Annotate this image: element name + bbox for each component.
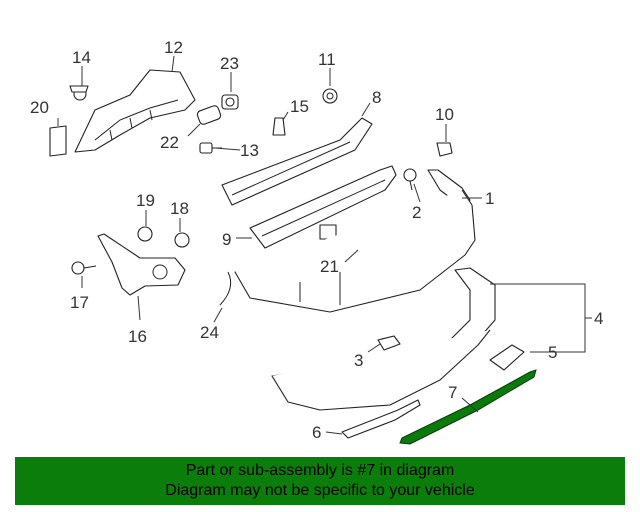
callout-5: 5 <box>548 343 557 362</box>
callout-14: 14 <box>72 48 91 67</box>
callout-22: 22 <box>160 133 179 152</box>
callout-lines <box>57 55 592 435</box>
part-5-reflector <box>489 344 525 371</box>
part-9-impact-bar <box>249 165 397 249</box>
part-16-bracket <box>97 233 186 296</box>
banner-line-1: Part or sub-assembly is #7 in diagram <box>185 462 455 479</box>
callout-11: 11 <box>318 50 336 69</box>
callout-12: 12 <box>164 38 183 57</box>
callout-9: 9 <box>222 230 231 249</box>
part-4-lower-cover <box>271 267 496 411</box>
part-6-trim <box>341 399 421 439</box>
callout-17: 17 <box>70 293 89 312</box>
part-23-sensor <box>221 94 239 110</box>
info-banner: Part or sub-assembly is #7 in diagram Di… <box>15 457 625 505</box>
part-7-highlighted-strip <box>399 369 537 445</box>
part-20-pad <box>49 125 67 157</box>
banner-line-2: Diagram may not be specific to your vehi… <box>165 482 475 499</box>
callout-3: 3 <box>354 351 363 370</box>
part-1-bumper-cover <box>234 169 476 313</box>
part-10-bolt <box>436 142 453 157</box>
callout-6: 6 <box>312 423 321 442</box>
callout-10: 10 <box>435 105 454 124</box>
part-8-reinforcement <box>221 117 373 206</box>
callout-16: 16 <box>128 327 147 346</box>
callout-23: 23 <box>220 54 239 73</box>
callout-7: 7 <box>448 383 457 402</box>
callout-20: 20 <box>30 98 49 117</box>
part-24-strip <box>219 271 232 306</box>
part-18-clip <box>174 232 190 248</box>
callout-2: 2 <box>412 203 421 222</box>
callout-1: 1 <box>485 189 494 208</box>
callout-13: 13 <box>240 141 259 160</box>
callout-24: 24 <box>200 323 219 342</box>
part-12-bracket <box>74 69 196 153</box>
callout-4: 4 <box>594 309 603 328</box>
part-14-clip <box>69 85 89 101</box>
callout-8: 8 <box>372 88 381 107</box>
part-17-screw <box>71 261 97 275</box>
part-22-sensor <box>196 105 222 125</box>
parts-diagram: 14 12 23 11 8 20 22 13 15 10 1 2 9 21 19… <box>30 38 603 445</box>
callout-18: 18 <box>170 199 189 218</box>
part-2-clip <box>403 168 417 191</box>
part-11-grommet <box>322 88 338 104</box>
part-19-grommet <box>137 226 153 242</box>
callout-21: 21 <box>320 257 339 276</box>
callout-numbers: 14 12 23 11 8 20 22 13 15 10 1 2 9 21 19… <box>30 38 603 442</box>
part-3-clip <box>377 335 401 351</box>
callout-19: 19 <box>136 191 155 210</box>
callout-15: 15 <box>290 97 309 116</box>
part-15-stud <box>272 117 286 136</box>
